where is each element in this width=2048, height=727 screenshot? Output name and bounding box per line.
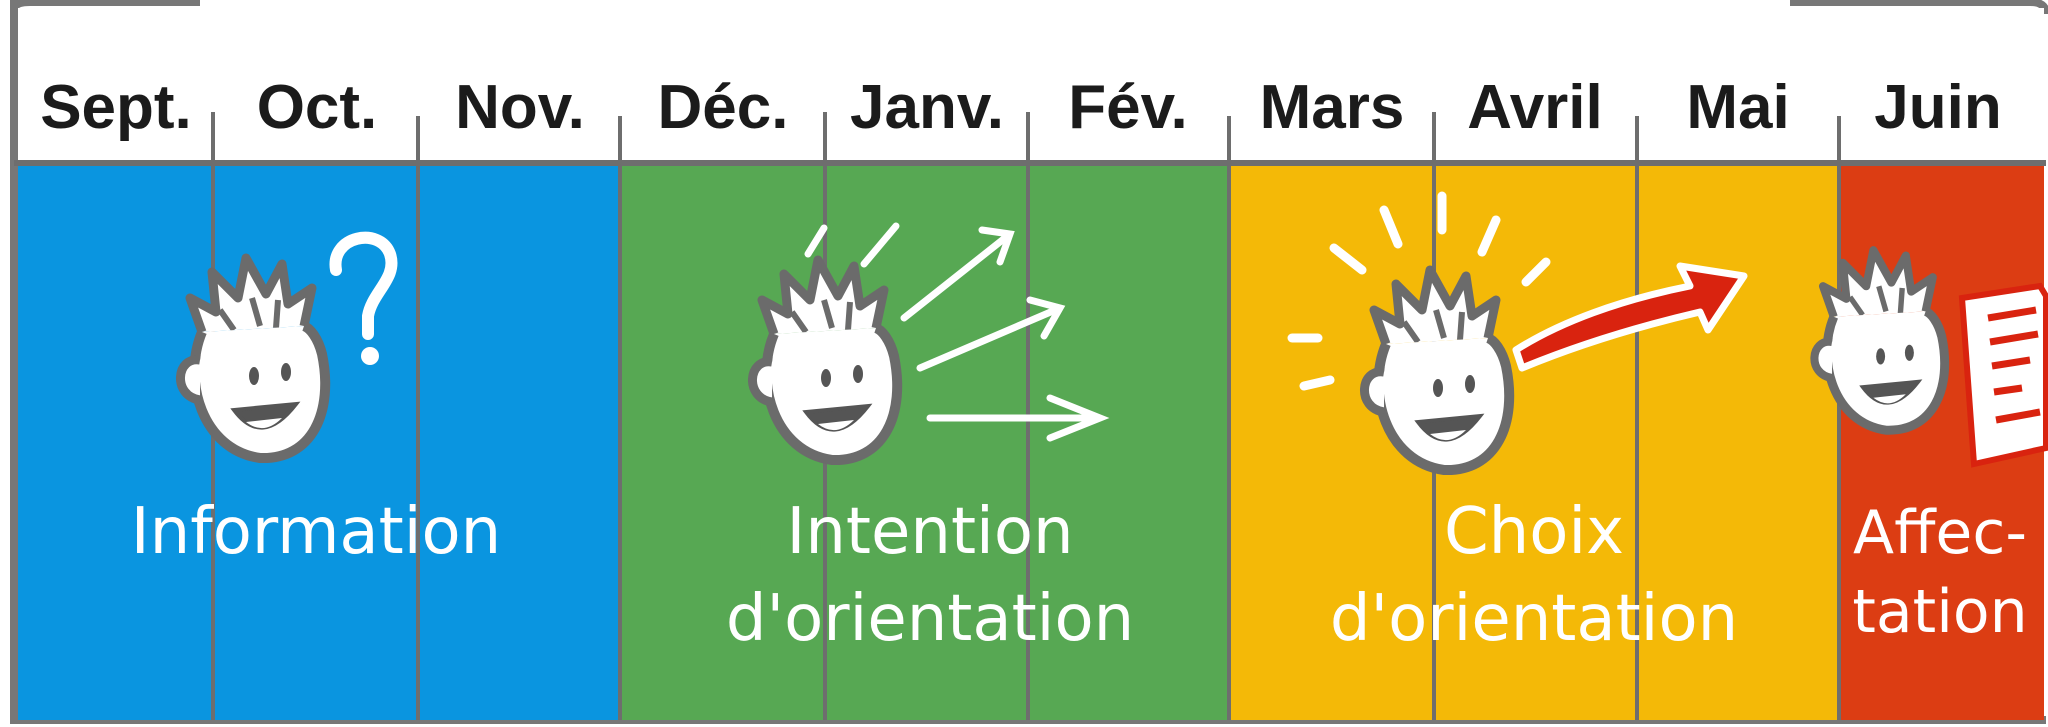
document-icon xyxy=(1958,282,2048,468)
phase-label-intention-line2: d'orientation xyxy=(726,582,1134,656)
phase-band-information xyxy=(18,163,620,720)
month-label-janv: Janv. xyxy=(850,73,1004,142)
arrows-icon xyxy=(804,222,1110,442)
phase-label-choix-line1: Choix xyxy=(1444,495,1624,569)
phase-label-affectation-line1: Affec- xyxy=(1853,498,2027,568)
phase-label-intention-line1: Intention xyxy=(786,495,1073,569)
month-label-fev: Fév. xyxy=(1068,73,1187,142)
month-label-nov: Nov. xyxy=(455,73,585,142)
month-label-dec: Déc. xyxy=(658,73,789,142)
red-arrow-icon xyxy=(1512,262,1748,372)
phase-label-information: Information xyxy=(131,495,501,569)
light-rays-icon xyxy=(1287,191,1551,391)
month-label-mars: Mars xyxy=(1260,73,1405,142)
question-mark-icon xyxy=(329,231,398,365)
month-label-avril: Avril xyxy=(1467,73,1603,142)
month-label-oct: Oct. xyxy=(257,73,378,142)
phase-label-choix-line2: d'orientation xyxy=(1330,582,1738,656)
month-label-mai: Mai xyxy=(1686,73,1789,142)
month-label-juin: Juin xyxy=(1874,73,2001,142)
month-header xyxy=(18,8,2044,163)
phase-label-affectation-line2: tation xyxy=(1852,577,2027,647)
phase-band-intention xyxy=(620,163,1229,720)
month-label-sept: Sept. xyxy=(40,73,192,142)
phase-band-choix xyxy=(1229,163,1839,720)
